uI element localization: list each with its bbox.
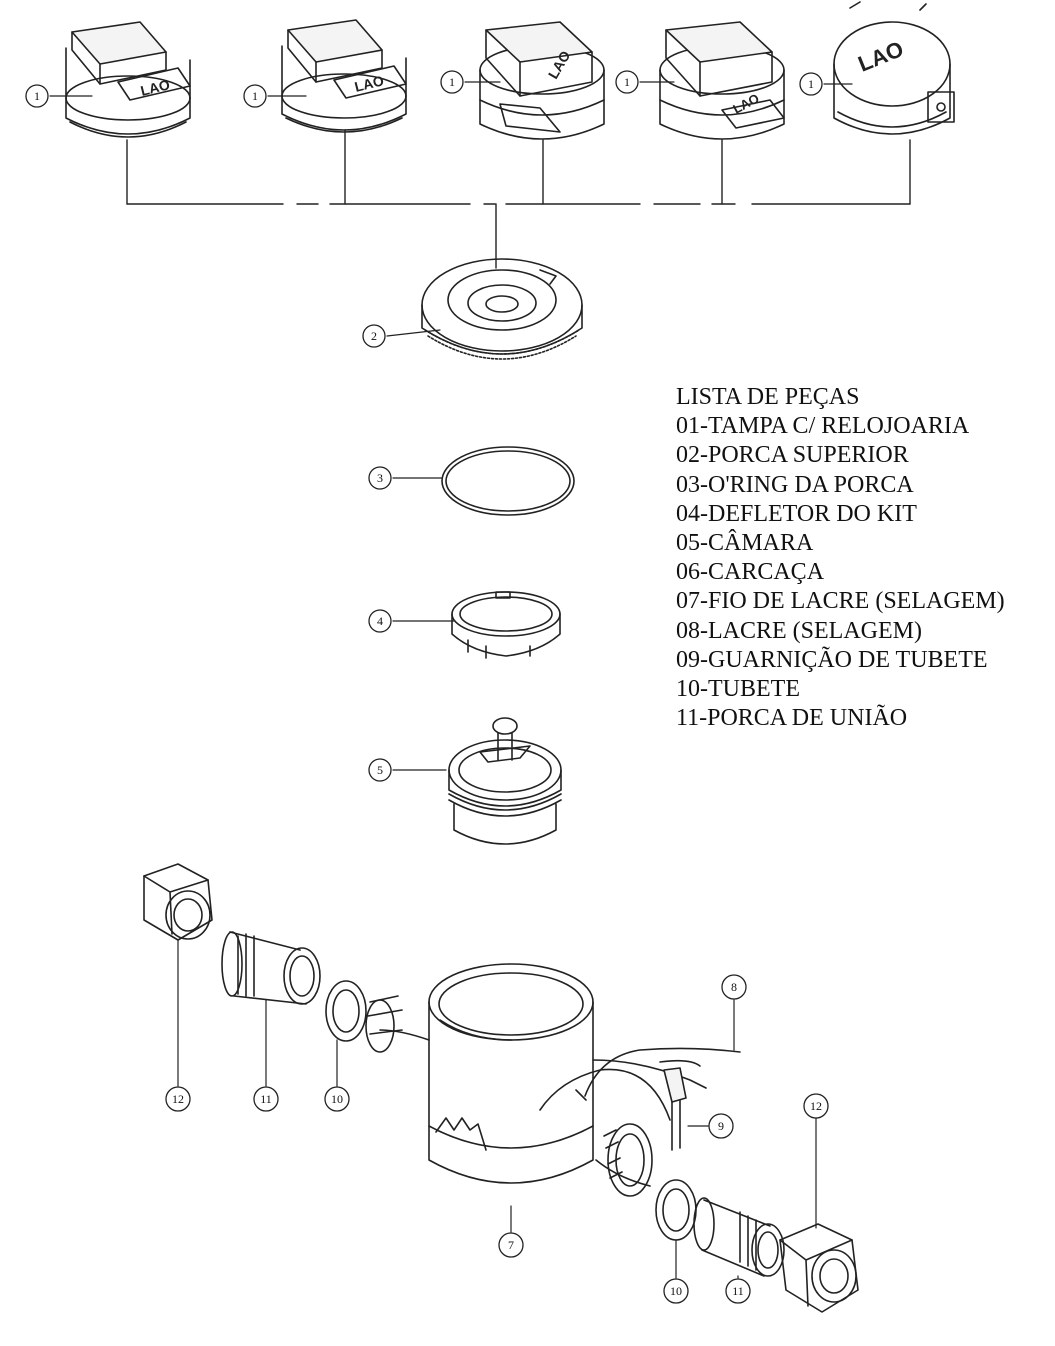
parts-list: LISTA DE PEÇAS 01-TAMPA C/ RELOJOARIA 02… — [676, 383, 1005, 733]
callout-body — [498, 1232, 524, 1258]
union-nut-right — [779, 1223, 859, 1313]
parts-list-item: 07-FIO DE LACRE (SELAGEM) — [676, 588, 1005, 615]
callout-tube-left — [253, 1086, 279, 1112]
callout-label-body: 7 — [508, 1238, 514, 1252]
parts-list-item: 02-PORCA SUPERIOR — [676, 442, 909, 469]
callout-seal — [708, 1113, 734, 1139]
callout-circles — [25, 70, 829, 1304]
svg-text:LAO: LAO — [139, 76, 172, 99]
lid-connector-lines — [126, 129, 911, 269]
parts-list-item: 04-DEFLETOR DO KIT — [676, 500, 917, 527]
parts-list-item: 10-TUBETE — [676, 676, 800, 703]
callout-label-lid-3: 1 — [449, 75, 455, 89]
callout-lid-3 — [440, 70, 464, 94]
callout-label-seal: 9 — [718, 1119, 724, 1133]
callout-lid-4 — [615, 70, 639, 94]
callout-top-nut — [362, 324, 386, 348]
callout-label-lid-1: 1 — [34, 89, 40, 103]
callout-tube-right — [725, 1278, 751, 1304]
register-lid-4: LAO — [659, 21, 785, 140]
parts-list-item: 08-LACRE (SELAGEM) — [676, 617, 922, 644]
callout-oring — [368, 466, 392, 490]
svg-text:LAO: LAO — [855, 36, 907, 77]
callout-label-top-nut: 2 — [371, 329, 377, 343]
seal — [663, 1067, 687, 1151]
callout-seal-wire — [721, 974, 747, 1000]
callout-label-union-nut-right: 12 — [810, 1099, 822, 1113]
callout-label-deflector: 4 — [377, 614, 383, 628]
callout-label-lid-5: 1 — [808, 77, 814, 91]
callout-label-union-nut-left: 12 — [172, 1092, 184, 1106]
register-lid-1: LAO — [65, 21, 191, 138]
parts-list-item: 11-PORCA DE UNIÃO — [676, 705, 908, 732]
callout-label-lid-2: 1 — [252, 89, 258, 103]
callout-deflector — [368, 609, 392, 633]
meter-body — [365, 963, 707, 1197]
parts-list-item: 05-CÂMARA — [676, 530, 814, 557]
register-lid-2: LAO — [281, 19, 407, 133]
parts-list-title: LISTA DE PEÇAS — [676, 384, 860, 410]
callout-label-chamber: 5 — [377, 763, 383, 777]
callout-union-nut-right — [803, 1093, 829, 1119]
register-lid-3: LAO — [479, 21, 605, 140]
union-nut-left — [143, 863, 213, 941]
callout-label-gasket-right: 10 — [670, 1284, 682, 1298]
svg-text:LAO: LAO — [353, 72, 386, 95]
callout-lid-1 — [25, 84, 49, 108]
leader-lines — [49, 81, 853, 1279]
parts-list-item: 03-O'RING DA PORCA — [676, 471, 914, 498]
o-ring — [441, 446, 575, 516]
callout-gasket-left — [324, 1086, 350, 1112]
callout-label-tube-left: 11 — [260, 1092, 272, 1106]
parts-list-item: 09-GUARNIÇÃO DE TUBETE — [676, 646, 988, 673]
tube-left — [221, 931, 321, 1005]
parts-list-item: 01-TAMPA C/ RELOJOARIA — [676, 413, 970, 440]
callout-label-seal-wire: 8 — [731, 980, 737, 994]
callout-lid-5 — [799, 72, 823, 96]
callout-labels: 1 1 1 1 1 2 3 4 5 12 11 10 7 8 9 12 10 1… — [34, 75, 822, 1298]
callout-union-nut-left — [165, 1086, 191, 1112]
gasket-left — [325, 980, 367, 1042]
seal-wire — [584, 1047, 741, 1097]
callout-lid-2 — [243, 84, 267, 108]
measuring-chamber — [448, 717, 562, 845]
top-nut — [421, 258, 583, 360]
tube-right — [693, 1197, 785, 1277]
callout-label-gasket-left: 10 — [331, 1092, 343, 1106]
callout-label-lid-4: 1 — [624, 75, 630, 89]
callout-label-tube-right: 11 — [732, 1284, 744, 1298]
parts-list-item: 06-CARCAÇA — [676, 559, 825, 586]
callout-chamber — [368, 758, 392, 782]
register-lid-5: LAO — [833, 1, 955, 135]
gasket-right — [655, 1179, 697, 1241]
callout-label-oring: 3 — [377, 471, 383, 485]
callout-gasket-right — [663, 1278, 689, 1304]
deflector-ring — [451, 591, 561, 659]
